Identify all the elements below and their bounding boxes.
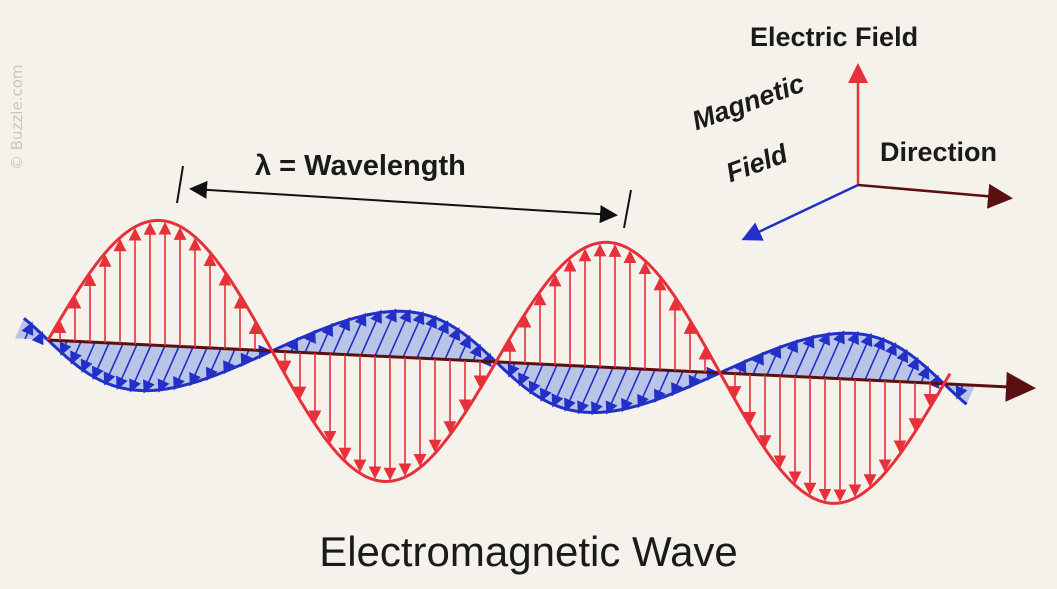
propagation-axis [47,338,1036,402]
magnetic-vector [878,342,897,381]
magnetic-vector [346,312,367,355]
magnetic-vector [143,345,166,394]
magnetic-vector [332,317,351,355]
magnetic-vector [621,368,642,413]
magnetic-vector [129,344,152,393]
magnetic-vector [70,341,82,365]
arrow-down-left-icon [741,183,859,241]
magnetic-vector [577,366,600,415]
magnetic-vector [539,364,558,402]
magnetic-vector [637,369,656,409]
magnetic-vector [518,363,530,387]
magnetic-vector [116,344,138,390]
magnetic-vector [458,334,471,361]
magnetic-vector [59,340,72,356]
magnetic-vector [416,314,437,359]
magnetic-vector [205,348,222,381]
magnetic-vector [444,326,461,360]
magnetic-vector [864,336,885,381]
wavelength-arrow [189,180,618,224]
arrow-right-icon [857,183,1013,209]
magnetic-vector [850,332,873,380]
magnetic-vector [80,341,96,373]
magnetic-vector [752,351,764,375]
magnetic-vector [91,342,110,380]
magnetic-vector [794,334,815,377]
magnetic-vector [808,331,830,378]
magnetic-vector [240,349,253,368]
magnetic-vector [374,308,397,357]
magnetic-vector [917,365,930,384]
magnetic-vector [388,308,411,358]
magnetic-vector [653,370,670,403]
magnetic-vector [21,321,34,340]
magnetic-vector [551,365,572,408]
wavelength-label: λ = Wavelength [255,150,466,182]
magnetic-fill [15,311,975,413]
electric-field-label: Electric Field [750,22,919,52]
magnetic-vector [671,370,684,397]
magnetic-vector [223,348,236,375]
magnetic-vector [360,309,382,356]
magnetic-vector [564,365,586,412]
magnetic-vector [173,346,194,391]
magnetic-vector [402,310,425,358]
magnetic-vector [605,367,628,415]
magnetic-vector [318,322,334,354]
magnetic-vector [822,330,845,379]
magnetic-vector [892,348,909,382]
magnetic-vector [591,367,614,416]
magnetic-vector [304,329,316,353]
magnetic-vector [906,356,919,383]
magnetic-vector [430,320,449,360]
magnetic-vector [528,363,544,395]
magnetic-vector [507,362,520,378]
magnetic-vector [836,330,859,379]
diagram-title: Electromagnetic Wave [319,528,738,575]
wavelength-tick-right [623,189,632,229]
magnetic-vector [955,384,968,400]
magnetic-vector [189,347,208,387]
electric-field-wave [46,218,952,505]
magnetic-vector [469,343,482,362]
wavelength-tick-left [176,165,184,204]
magnetic-vector [103,343,124,386]
direction-label: Direction [880,137,998,167]
magnetic-vector [766,344,782,376]
magnetic-vector [688,371,701,389]
magnetic-vector [157,346,180,393]
watermark: © Buzzle.com [8,64,26,170]
magnetic-vector [780,338,799,377]
